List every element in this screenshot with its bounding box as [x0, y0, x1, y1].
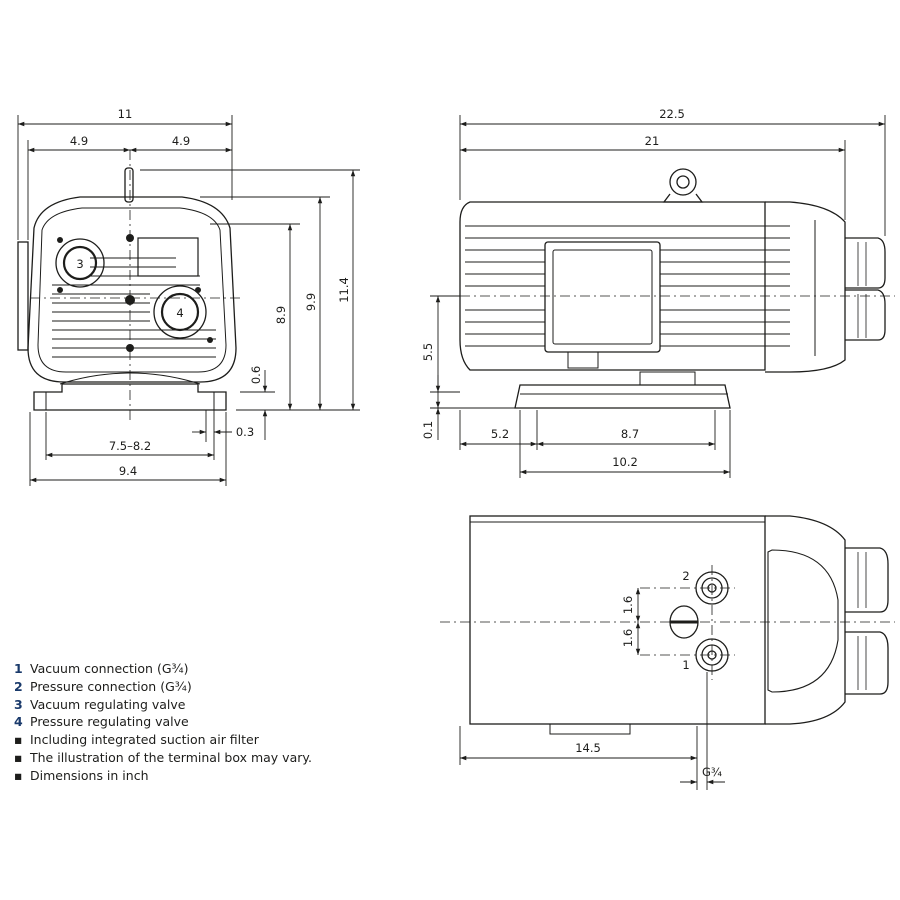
side-view-labels: 22.5 21 5.5 0.1 5.2 8.7 10.2: [421, 107, 685, 469]
dim-base-clearance: 0.1: [421, 421, 435, 439]
side-view: [440, 168, 895, 409]
dim-base-width: 9.4: [119, 464, 137, 478]
dim-foot-spacing: 8.7: [621, 427, 639, 441]
legend-text: Pressure connection (G¾): [30, 678, 192, 694]
dim-port-spacing-upper: 1.6: [621, 596, 635, 614]
top-view-dimensions: [459, 588, 725, 790]
legend-item-vacuum-valve: 3 Vacuum regulating valve: [14, 696, 312, 714]
top-view: [440, 515, 895, 735]
dim-port-position: 14.5: [575, 741, 601, 755]
callout-pressure-connection: 2: [682, 569, 689, 583]
dim-height-body: 8.9: [274, 306, 288, 324]
dim-thread: G¾: [702, 765, 722, 779]
dim-foot-height: 0.6: [249, 366, 263, 384]
front-view: [17, 150, 240, 420]
top-view-labels: 1.6 1.6 14.5 G¾ 2 1: [575, 569, 722, 779]
legend-key: 1: [14, 661, 23, 676]
legend-text: The illustration of the terminal box may…: [30, 749, 312, 765]
dim-foot-offset-side: 5.2: [491, 427, 509, 441]
dim-foot-length: 10.2: [612, 455, 638, 469]
front-view-dimensions: [17, 115, 360, 486]
callout-vacuum-valve: 3: [76, 257, 83, 271]
callout-vacuum-connection: 1: [682, 658, 689, 672]
dim-mount-spacing: 7.5–8.2: [109, 439, 151, 453]
legend-key: 3: [14, 696, 23, 712]
legend-note-terminal-box: ▪ The illustration of the terminal box m…: [14, 749, 312, 767]
dim-height-total: 9.9: [304, 293, 318, 311]
legend-item-pressure-valve: 4 Pressure regulating valve: [14, 713, 312, 731]
callout-pressure-valve: 4: [176, 306, 183, 320]
dim-overall-width: 11: [118, 107, 133, 121]
legend-text: Including integrated suction air filter: [30, 732, 259, 748]
legend-note-units: ▪ Dimensions in inch: [14, 767, 312, 785]
legend-text: Pressure regulating valve: [30, 714, 189, 730]
dim-axis-height: 5.5: [421, 343, 435, 361]
legend-text: Vacuum regulating valve: [30, 696, 186, 712]
dim-half-left: 4.9: [70, 134, 88, 148]
legend-item-vacuum-connection: 1 Vacuum connection (G¾): [14, 660, 312, 678]
dim-body-length: 21: [645, 134, 660, 148]
front-view-labels: 11 4.9 4.9 8.9 9.9 11.4 0.6 0.3 7.5–8.2 …: [70, 107, 351, 478]
dim-overall-length: 22.5: [659, 107, 685, 121]
side-view-dimensions: [430, 115, 886, 478]
legend-text: Vacuum connection (G¾): [30, 661, 189, 676]
dim-height-overall: 11.4: [337, 277, 351, 303]
legend-key: 2: [14, 678, 23, 694]
legend: 1 Vacuum connection (G¾) 2 Pressure conn…: [14, 660, 312, 785]
dim-half-right: 4.9: [172, 134, 190, 148]
legend-key: 4: [14, 714, 23, 730]
dim-foot-offset: 0.3: [236, 425, 254, 439]
dim-port-spacing-lower: 1.6: [621, 629, 635, 647]
legend-bullet: ▪: [14, 732, 23, 748]
legend-item-pressure-connection: 2 Pressure connection (G¾): [14, 678, 312, 696]
legend-bullet: ▪: [14, 767, 23, 783]
legend-text: Dimensions in inch: [30, 767, 149, 783]
legend-note-filter: ▪ Including integrated suction air filte…: [14, 731, 312, 749]
legend-bullet: ▪: [14, 749, 23, 765]
